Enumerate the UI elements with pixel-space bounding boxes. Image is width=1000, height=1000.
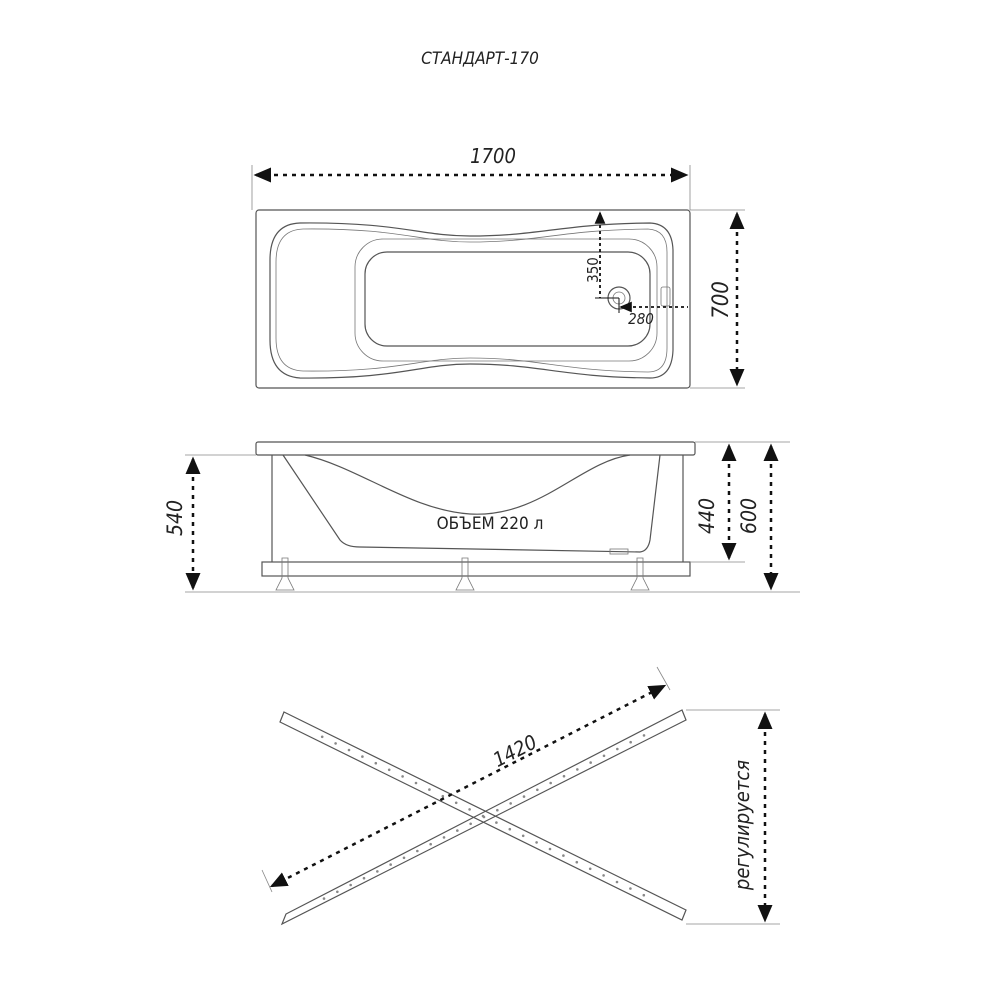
frame-hole [602,874,605,877]
frame-hole [535,841,538,844]
frame-hole [387,768,391,772]
frame-hole [495,821,498,824]
leg-height-label: 540 [163,500,187,536]
frame-hole [508,827,512,831]
side-view: ОБЪЕМ 220 л 540 440 600 [163,441,800,593]
depth-label: 440 [695,498,719,534]
frame-hole [456,829,459,832]
tub-inner-curve [304,454,631,515]
height-adjust-label: регулируется [730,760,754,891]
frame-hole [469,822,472,826]
frame-hole [548,847,552,851]
frame-hole [615,880,619,884]
frame-hole [441,794,445,798]
tub-body-side [282,454,661,553]
tub-outer-contour [269,222,674,379]
frame-hole [468,808,471,811]
diagonal-dimension [269,684,667,888]
frame-hole [576,768,579,771]
drain-end-label: 280 [628,310,654,328]
frame-hole [362,876,366,880]
frame-hole [428,788,431,791]
frame-hole [629,740,632,744]
frame-hole [642,734,646,737]
tub-inner-slope [354,238,658,362]
frame-hole [361,755,364,758]
frame-hole [401,775,404,778]
frame-hole [575,860,579,864]
frame-hole [349,883,352,887]
adjustable-feet [275,557,650,591]
frame-hole [536,788,539,792]
frame-hole [562,774,566,778]
frame-hole [402,856,406,860]
top-view: 1700 350 280 700 [251,144,745,389]
volume-label: ОБЪЕМ 220 л [437,514,544,534]
frame-hole [322,897,326,900]
frame-hole [549,781,552,785]
frame-hole [629,887,632,890]
frame-base [261,561,691,577]
frame-hole [414,781,418,785]
frame-hole [589,761,592,764]
overflow-icon [660,286,671,307]
frame-hole [416,849,419,853]
frame-hole [454,801,458,805]
frame-hole [429,842,432,846]
frame-hole [588,867,592,871]
frame-hole [521,834,525,838]
frame-hole [616,747,619,751]
frame-hole [374,761,378,765]
frame-hole [642,893,646,897]
frame-hole [442,836,446,839]
frame-hole [336,890,339,894]
frame-hole [562,854,565,857]
frame-hole [509,802,512,805]
width-label: 700 [709,281,734,319]
frame-hole [522,795,526,798]
frame-hole [496,808,499,812]
frame-hole [602,754,606,758]
tub-rim-side [255,441,696,456]
frame-hole [334,742,337,745]
frame-hole [389,863,392,866]
frame-hole [347,748,351,752]
total-height-label: 600 [737,498,761,534]
tub-basin [364,251,651,347]
diagonal-label: 1420 [489,730,541,772]
frame-hole [482,815,486,819]
tub-rim-outline [255,209,691,389]
frame-hole [376,870,379,873]
drain-side-label: 350 [584,257,602,283]
drawing-title: СТАНДАРТ-170 [421,49,539,69]
length-label: 1700 [470,144,516,168]
frame-view: 1420 регулируется [261,666,780,926]
frame-hole [320,735,324,739]
